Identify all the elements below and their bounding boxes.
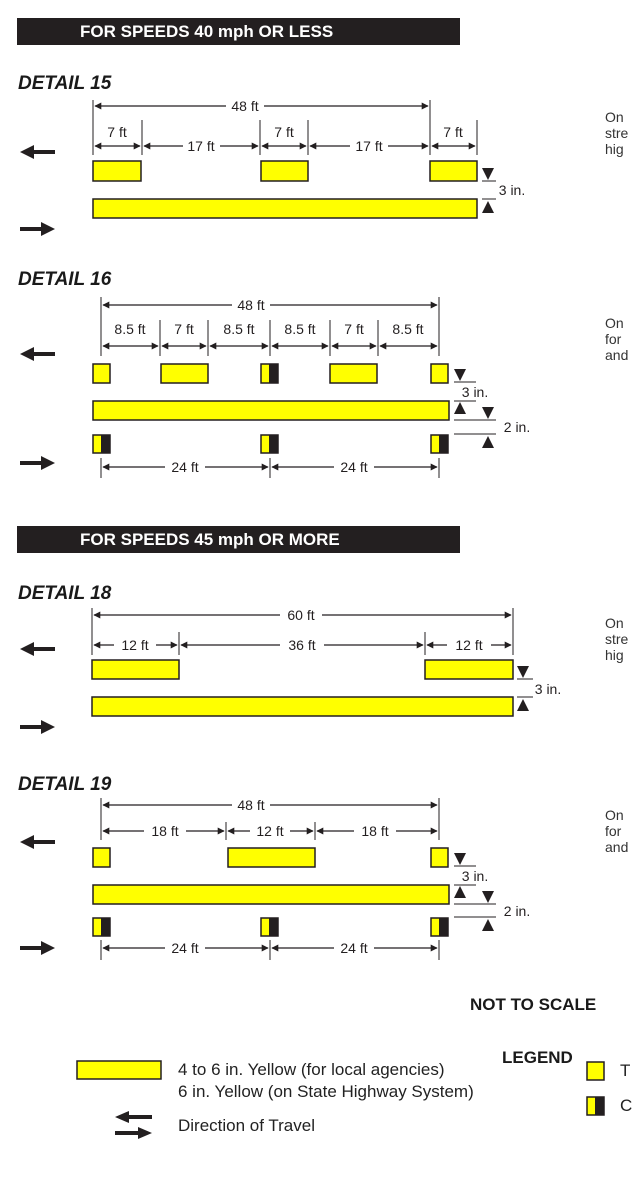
detail-16-seg-1: 8.5 ft xyxy=(114,321,145,337)
detail-16-seg-6: 8.5 ft xyxy=(392,321,423,337)
arrow-right-icon xyxy=(20,222,55,236)
detail-18-gap-label: 3 in. xyxy=(535,681,561,697)
detail-16-title: DETAIL 16 xyxy=(18,269,112,290)
detail-15-overall-label: 48 ft xyxy=(231,98,258,114)
detail-19-seg-1: 18 ft xyxy=(151,823,178,839)
legend-direction-text: Direction of Travel xyxy=(178,1116,315,1135)
legend-right-item-1: T xyxy=(620,1061,631,1080)
detail-18-seg-3: 12 ft xyxy=(455,637,482,653)
detail-15-title: DETAIL 15 xyxy=(18,73,112,94)
detail-19-seg-3: 18 ft xyxy=(361,823,388,839)
legend-yellow-line-text-2: 6 in. Yellow (on State Highway System) xyxy=(178,1082,474,1101)
detail-15-seg-3: 7 ft xyxy=(274,124,294,140)
arrow-right-icon xyxy=(20,456,55,470)
detail-19-overall-label: 48 ft xyxy=(237,797,264,813)
arrow-left-icon xyxy=(20,145,55,159)
detail-18-seg-2: 36 ft xyxy=(288,637,315,653)
detail-18-seg-1: 12 ft xyxy=(121,637,148,653)
arrow-left-icon xyxy=(20,642,55,656)
legend-title: LEGEND xyxy=(502,1048,573,1067)
detail-16-seg-4: 8.5 ft xyxy=(284,321,315,337)
legend-yellow-line-swatch xyxy=(76,1060,162,1080)
detail-16-bottom-1: 24 ft xyxy=(171,459,198,475)
detail-16-gap2-label: 2 in. xyxy=(504,419,530,435)
arrow-right-icon xyxy=(20,941,55,955)
detail-19-gap2-label: 2 in. xyxy=(504,903,530,919)
detail-19-bottom-1: 24 ft xyxy=(171,940,198,956)
legend-right-item-2: C xyxy=(620,1096,633,1115)
arrow-left-icon xyxy=(20,835,55,849)
section-banner-high-speed: FOR SPEEDS 45 mph OR MORE xyxy=(17,526,460,553)
detail-16-gap-label: 3 in. xyxy=(462,384,488,400)
detail-19: 48 ft 18 ft 12 ft 18 ft 3 in. xyxy=(20,797,530,960)
detail-16-seg-3: 8.5 ft xyxy=(223,321,254,337)
arrow-right-icon xyxy=(20,720,55,734)
detail-18-overall-label: 60 ft xyxy=(287,607,314,623)
detail-15-seg-2: 17 ft xyxy=(187,138,214,154)
detail-19-seg-2: 12 ft xyxy=(256,823,283,839)
detail-19-gap-label: 3 in. xyxy=(462,868,488,884)
detail-16-seg-2: 7 ft xyxy=(174,321,194,337)
detail-15-seg-5: 7 ft xyxy=(443,124,463,140)
detail-16-seg-5: 7 ft xyxy=(344,321,364,337)
detail-16: 48 ft 8.5 ft 7 ft 8.5 ft 8.5 ft 7 ft 8.5… xyxy=(20,297,530,478)
direction-of-travel-icon xyxy=(115,1111,152,1139)
section-banner-low-speed: FOR SPEEDS 40 mph OR LESS xyxy=(17,18,460,45)
not-to-scale-label: NOT TO SCALE xyxy=(470,995,597,1014)
detail-15-seg-1: 7 ft xyxy=(107,124,127,140)
detail-18: 60 ft 12 ft 36 ft 12 ft 3 in. xyxy=(20,607,561,734)
detail-15: 48 ft 7 ft 17 ft 7 ft 17 ft 7 ft 3 in. xyxy=(20,98,525,236)
legend-symbols xyxy=(76,1060,605,1139)
detail-15-gap-label: 3 in. xyxy=(499,182,525,198)
detail-19-bottom-2: 24 ft xyxy=(340,940,367,956)
legend-yellow-line-text-1: 4 to 6 in. Yellow (for local agencies) xyxy=(178,1060,445,1079)
detail-19-title: DETAIL 19 xyxy=(18,774,112,795)
detail-16-overall-label: 48 ft xyxy=(237,297,264,313)
yellow-tab-icon xyxy=(586,1061,605,1081)
arrow-left-icon xyxy=(20,347,55,361)
detail-18-title: DETAIL 18 xyxy=(18,583,112,604)
detail-16-bottom-2: 24 ft xyxy=(340,459,367,475)
detail-15-seg-4: 17 ft xyxy=(355,138,382,154)
